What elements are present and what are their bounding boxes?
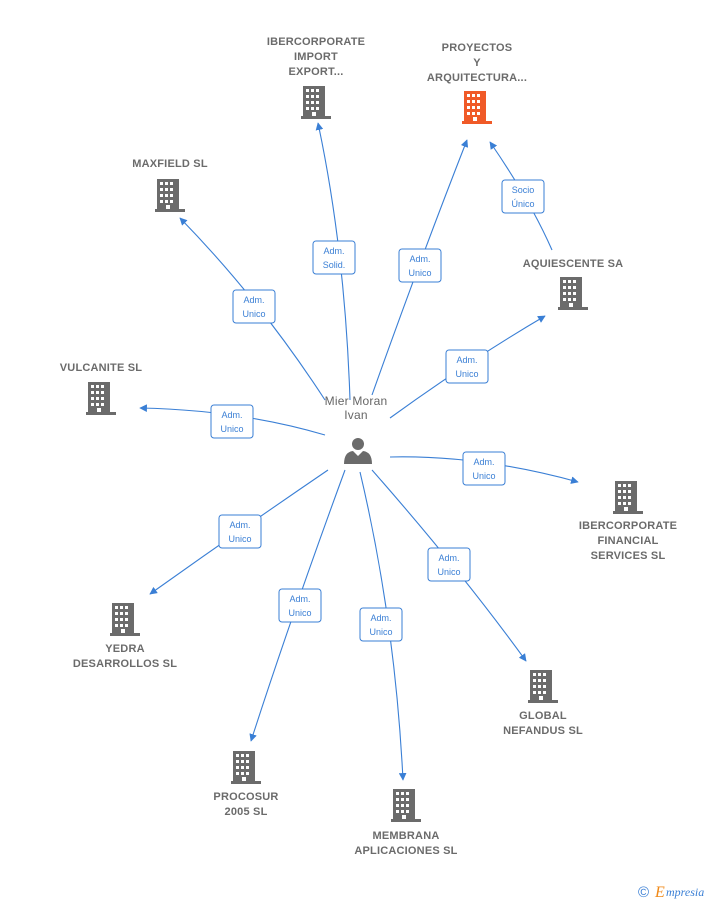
building-icon bbox=[391, 789, 421, 822]
edge-label-frame bbox=[445, 349, 489, 384]
brand-initial: E bbox=[654, 884, 665, 901]
node-label: VULCANITE SL bbox=[60, 362, 143, 374]
building-icon bbox=[462, 91, 492, 124]
edge-procosur: Adm.Unico bbox=[249, 469, 346, 742]
building-icon bbox=[301, 86, 331, 119]
edge-label-frame bbox=[278, 588, 322, 623]
edge-label-box[interactable]: Adm.Unico bbox=[462, 451, 506, 486]
edge-ibercorporate-import: Adm.Solid. bbox=[312, 122, 356, 401]
edge-label-text: Adm.Solid. bbox=[323, 246, 346, 270]
edge-label-box[interactable]: Adm.Unico bbox=[359, 607, 403, 642]
person-icon bbox=[344, 438, 372, 464]
building-icon bbox=[231, 751, 261, 784]
edge-label-frame bbox=[398, 248, 442, 283]
edge-label-box[interactable]: Adm.Unico bbox=[232, 289, 276, 324]
edge-ibercorporate-financial: Adm.Unico bbox=[389, 451, 579, 486]
edge-label-box[interactable]: Adm.Unico bbox=[278, 588, 322, 623]
node-label: MAXFIELD SL bbox=[132, 158, 208, 170]
building-icon bbox=[155, 179, 185, 212]
edge-global-nefandus: Adm.Unico bbox=[371, 469, 527, 662]
node-label: AQUIESCENTE SA bbox=[523, 258, 624, 270]
node-aquiescente[interactable]: AQUIESCENTE SA bbox=[523, 258, 624, 310]
edge-label-frame bbox=[501, 179, 545, 214]
edge-label-frame bbox=[232, 289, 276, 324]
edge-aquiescente: Adm.Unico bbox=[389, 315, 546, 419]
edge-membrana: Adm.Unico bbox=[359, 471, 407, 781]
building-icon bbox=[558, 277, 588, 310]
edge-label-text: Adm.Unico bbox=[472, 457, 495, 481]
edge-label-box[interactable]: Adm.Unico bbox=[445, 349, 489, 384]
building-icon bbox=[110, 603, 140, 636]
edge-label-text: Adm.Unico bbox=[288, 594, 311, 618]
edge-label-frame bbox=[427, 547, 471, 582]
edge-vulcanite: Adm.Unico bbox=[139, 404, 326, 439]
building-icon bbox=[528, 670, 558, 703]
edge-label-frame bbox=[312, 240, 356, 275]
edge-label-text: Adm.Unico bbox=[437, 553, 460, 577]
edge-label-text: Adm.Unico bbox=[408, 254, 431, 278]
edge-label-frame bbox=[359, 607, 403, 642]
edge-label-box[interactable]: Adm.Unico bbox=[210, 404, 254, 439]
edge-label-frame bbox=[218, 514, 262, 549]
node-maxfield[interactable]: MAXFIELD SL bbox=[132, 158, 208, 212]
edge-maxfield: Adm.Unico bbox=[179, 217, 326, 401]
edge-label-text: Adm.Unico bbox=[220, 410, 243, 434]
edge-label-frame bbox=[210, 404, 254, 439]
building-icon bbox=[86, 382, 116, 415]
edge-label-text: Adm.Unico bbox=[242, 295, 265, 319]
edge-label-box[interactable]: Adm.Unico bbox=[218, 514, 262, 549]
edge-label-box[interactable]: Adm.Solid. bbox=[312, 240, 356, 275]
copyright-symbol: © bbox=[638, 884, 649, 901]
edge-label-text: Adm.Unico bbox=[228, 520, 251, 544]
edge-yedra: Adm.Unico bbox=[149, 469, 329, 595]
edge-label-box[interactable]: Adm.Unico bbox=[398, 248, 442, 283]
footer-brand: © E mpresia bbox=[638, 881, 728, 901]
edge-proyectos: Adm.Unico bbox=[371, 139, 469, 396]
edge-label-text: Adm.Unico bbox=[455, 355, 478, 379]
edge-label-frame bbox=[462, 451, 506, 486]
building-icon bbox=[613, 481, 643, 514]
edge-label-text: Adm.Unico bbox=[369, 613, 392, 637]
edge-label-box[interactable]: Adm.Unico bbox=[427, 547, 471, 582]
node-vulcanite[interactable]: VULCANITE SL bbox=[60, 362, 143, 415]
brand-name: mpresia bbox=[666, 885, 704, 899]
